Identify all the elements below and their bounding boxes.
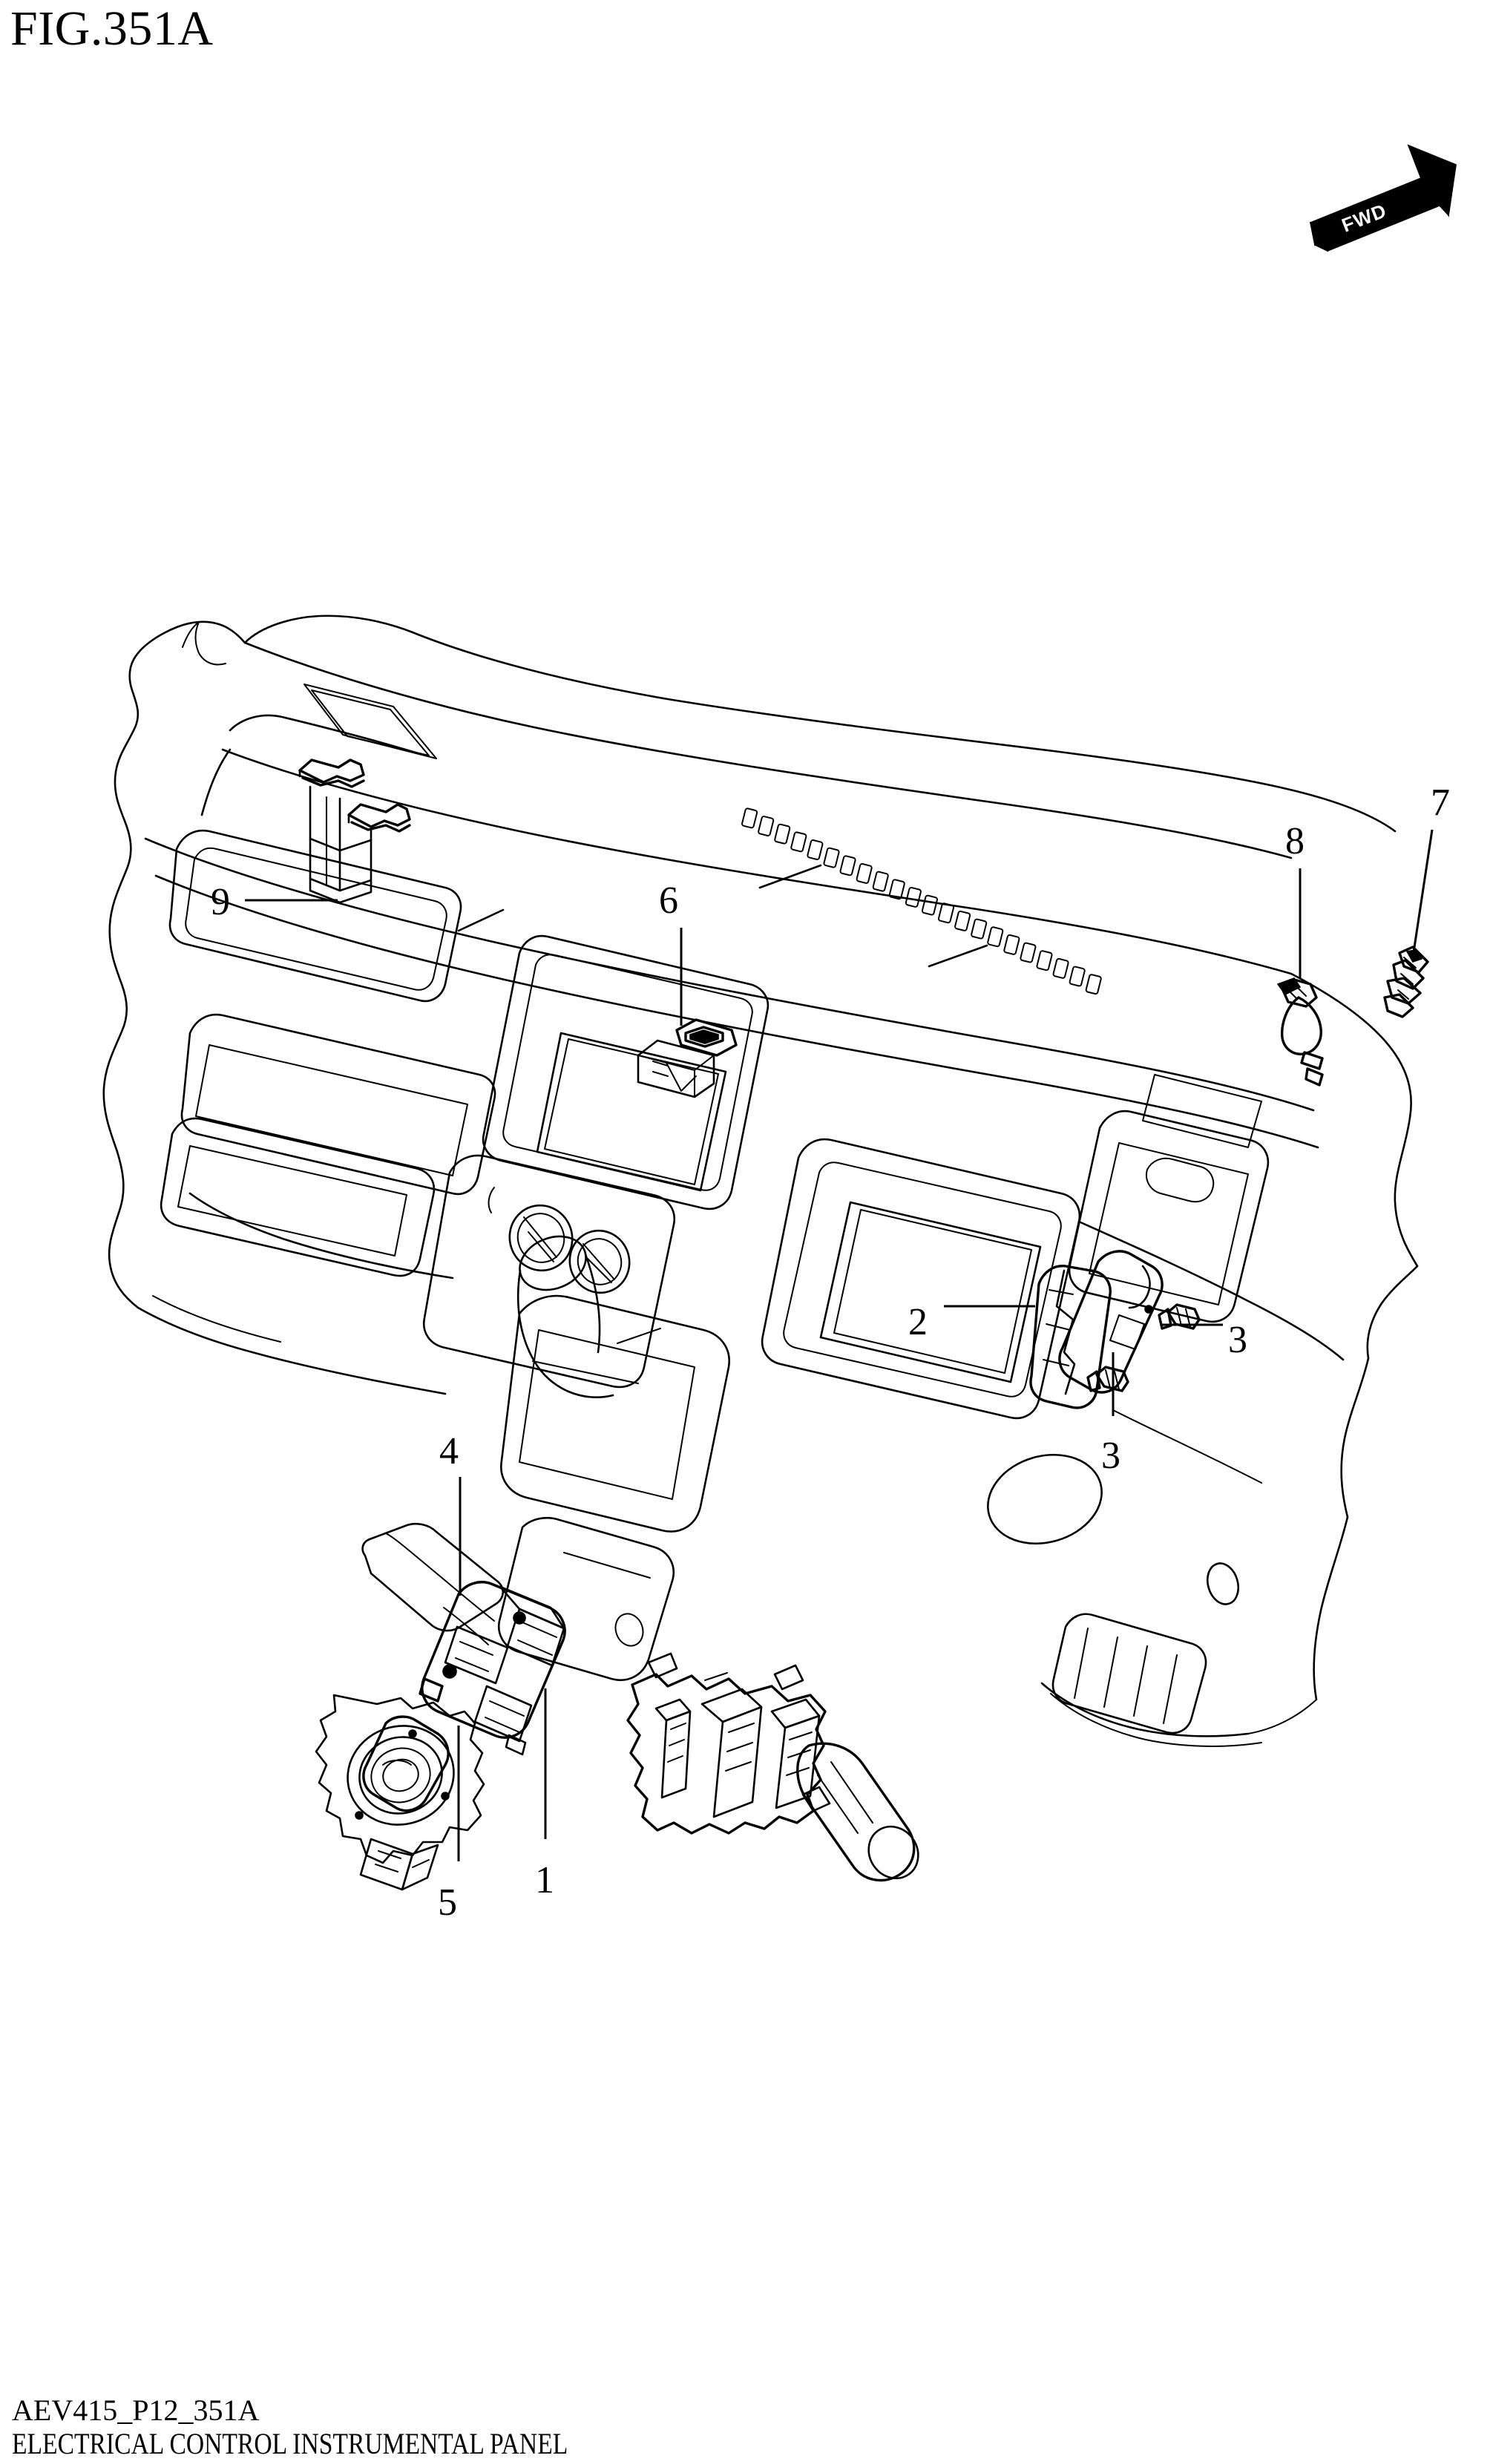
part-5-contact-coil	[315, 1694, 485, 1891]
callout-number-6: 6	[659, 879, 678, 922]
page-title: FIG.351A	[10, 1, 214, 56]
drawing-code: AEV415_P12_351A	[12, 2393, 260, 2428]
callout-number-8: 8	[1285, 820, 1305, 862]
leader-7	[1412, 829, 1434, 953]
part-7-sensor-switch	[1383, 946, 1429, 1018]
fwd-arrow-icon: FWD	[1309, 144, 1457, 252]
part-4-combination-switch	[361, 1522, 566, 1756]
callout-number-3b: 3	[1101, 1435, 1120, 1477]
part-2-switch-assembly	[1029, 1250, 1164, 1409]
part-3-screw-lower	[1086, 1366, 1129, 1392]
instrument-panel-outline	[102, 615, 1419, 1747]
footer: AEV415_P12_351A ELECTRICAL CONTROL INSTR…	[12, 2394, 1051, 2461]
drawing-caption: ELECTRICAL CONTROL INSTRUMENTAL PANEL	[12, 2427, 568, 2461]
callout-number-3a: 3	[1228, 1319, 1247, 1361]
part-1-ignition-switch	[626, 1652, 919, 1882]
callout-number-1: 1	[535, 1859, 554, 1901]
callout-number-2: 2	[908, 1301, 928, 1343]
detail-ticks	[457, 864, 988, 968]
defroster-vent-grille	[741, 807, 1102, 995]
callout-number-4: 4	[439, 1430, 459, 1472]
callout-leaders	[245, 829, 1434, 1861]
callout-number-9: 9	[211, 881, 230, 923]
callout-number-5: 5	[438, 1881, 457, 1924]
part-9-panel-switch	[298, 758, 411, 904]
part-6-hazard-switch	[637, 1018, 738, 1098]
part-8-sensor-switch	[1276, 977, 1324, 1087]
callout-number-7: 7	[1431, 782, 1450, 824]
